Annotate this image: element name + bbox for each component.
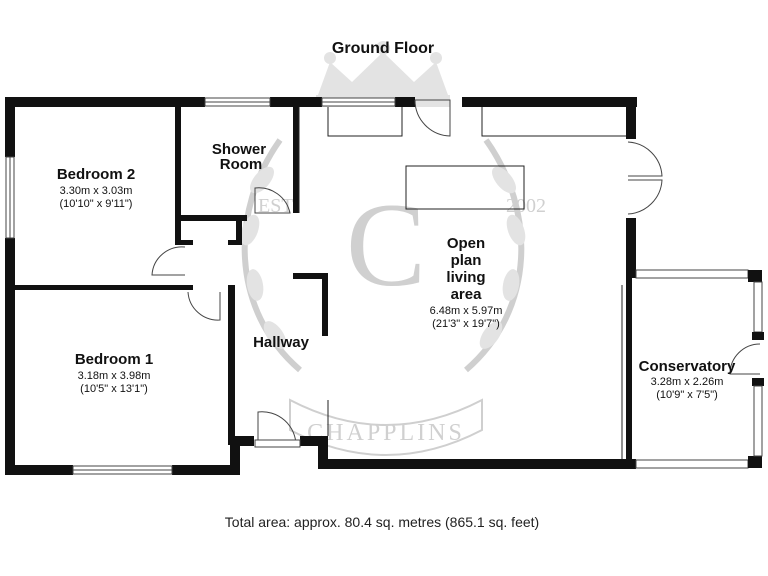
room-conservatory: Conservatory 3.28m x 2.26m (10'9" x 7'5"… bbox=[639, 358, 736, 401]
room-living: Open plan living area 6.48m x 5.97m (21'… bbox=[430, 235, 503, 330]
room-name: Bedroom 1 bbox=[75, 351, 153, 368]
interior-walls bbox=[15, 103, 632, 463]
kitchen-island bbox=[405, 165, 525, 210]
room-dimensions-imperial: (10'9" x 7'5") bbox=[656, 389, 718, 401]
door-bedroom-2 bbox=[151, 246, 186, 276]
room-dimensions-metric: 6.48m x 5.97m bbox=[430, 305, 503, 317]
watermark: C EST 2002 CHAPPLINS bbox=[240, 41, 546, 456]
room-name: Conservatory bbox=[639, 358, 736, 375]
inner-outline bbox=[298, 107, 626, 459]
windows bbox=[5, 97, 764, 475]
doors bbox=[151, 99, 761, 448]
window-conservatory-side-1 bbox=[753, 281, 763, 333]
room-dimensions-imperial: (21'3" x 19'7") bbox=[432, 318, 500, 330]
door-living-front bbox=[414, 99, 451, 137]
exterior-walls bbox=[5, 97, 637, 475]
room-bedroom-1: Bedroom 1 3.18m x 3.98m (10'5" x 13'1") bbox=[75, 351, 153, 395]
door-french-lower bbox=[627, 179, 663, 215]
room-name: Bedroom 2 bbox=[57, 166, 135, 183]
room-name-line-1: Open bbox=[447, 235, 485, 252]
door-shower-room bbox=[254, 187, 291, 214]
window-conservatory-top bbox=[635, 269, 749, 279]
watermark-monogram: C bbox=[346, 178, 426, 311]
room-name-line-1: Shower bbox=[212, 141, 266, 158]
room-name-line-3: living bbox=[446, 269, 485, 286]
watermark-est: EST bbox=[258, 195, 294, 217]
room-dimensions-imperial: (10'10" x 9'11") bbox=[60, 198, 133, 210]
window-conservatory-side-2 bbox=[753, 385, 763, 457]
total-area: Total area: approx. 80.4 sq. metres (865… bbox=[225, 514, 539, 530]
door-conservatory bbox=[729, 343, 761, 375]
watermark-year: 2002 bbox=[506, 195, 546, 217]
watermark-brand: CHAPPLINS bbox=[307, 420, 465, 446]
room-hallway: Hallway bbox=[253, 334, 310, 351]
room-dimensions-metric: 3.28m x 2.26m bbox=[651, 376, 724, 388]
room-dimensions-metric: 3.18m x 3.98m bbox=[78, 370, 151, 382]
room-dimensions-metric: 3.30m x 3.03m bbox=[60, 185, 133, 197]
window-conservatory-bottom bbox=[635, 459, 749, 469]
room-bedroom-2: Bedroom 2 3.30m x 3.03m (10'10" x 9'11") bbox=[57, 166, 135, 210]
room-shower: Shower Room bbox=[212, 141, 266, 173]
laurel-wreath-icon bbox=[240, 138, 526, 373]
room-name: Hallway bbox=[253, 334, 310, 351]
room-name-line-4: area bbox=[451, 286, 483, 303]
room-name-line-2: plan bbox=[451, 252, 482, 269]
door-french-upper bbox=[627, 141, 663, 177]
door-bedroom-1 bbox=[187, 291, 221, 321]
room-dimensions-imperial: (10'5" x 13'1") bbox=[80, 383, 148, 395]
room-name-line-2: Room bbox=[220, 156, 263, 173]
door-hallway-front bbox=[257, 411, 297, 447]
page-title: Ground Floor bbox=[332, 40, 434, 57]
